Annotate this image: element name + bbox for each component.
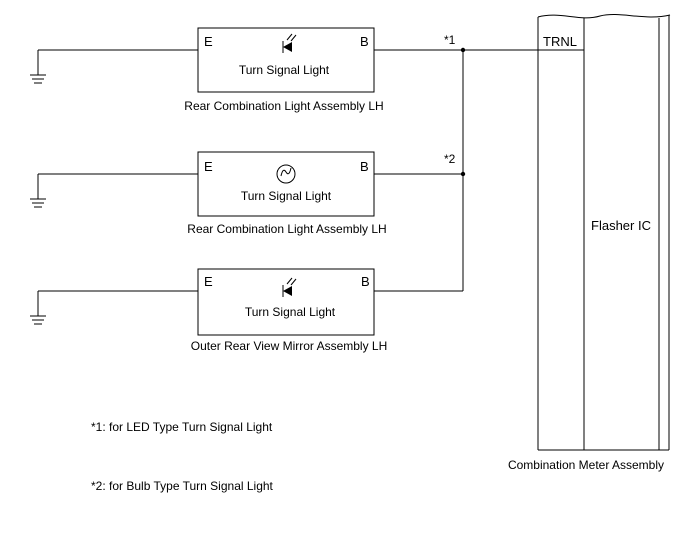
meter-caption: Combination Meter Assembly — [508, 458, 664, 472]
led-icon — [282, 277, 297, 297]
pin-b-label: B — [360, 159, 369, 174]
inner-label: Turn Signal Light — [239, 63, 330, 77]
ground-icon — [30, 174, 46, 208]
component-box — [197, 268, 375, 336]
note-2: *2: for Bulb Type Turn Signal Light — [91, 479, 274, 493]
inner-label: Turn Signal Light — [245, 305, 336, 319]
pin-b-label: B — [360, 34, 369, 49]
meter-top-break — [537, 14, 671, 19]
marker-2: *2 — [444, 152, 456, 166]
component-rear-combination-light-bulb: E B Turn Signal Light Rear Combination L… — [30, 151, 463, 236]
component-outer-mirror-led: E B Turn Signal Light Outer Rear View Mi… — [30, 268, 463, 353]
pin-e-label: E — [204, 34, 213, 49]
pin-e-label: E — [204, 159, 213, 174]
led-icon — [282, 33, 297, 53]
component-box — [197, 27, 375, 93]
flasher-ic-label: Flasher IC — [591, 218, 651, 233]
component-caption: Rear Combination Light Assembly LH — [187, 222, 386, 236]
component-rear-combination-light-led: E B Turn Signal Light Rear Combination L… — [30, 27, 463, 113]
trnl-label: TRNL — [543, 34, 577, 49]
ground-icon — [30, 50, 46, 84]
bulb-icon — [276, 164, 296, 184]
component-caption: Outer Rear View Mirror Assembly LH — [191, 339, 388, 353]
combination-meter: TRNL Flasher IC Combination Meter Assemb… — [508, 14, 671, 472]
splice-point-2 — [460, 171, 466, 177]
component-caption: Rear Combination Light Assembly LH — [184, 99, 383, 113]
marker-1: *1 — [444, 33, 456, 47]
note-1: *1: for LED Type Turn Signal Light — [91, 420, 273, 434]
component-box — [197, 151, 375, 217]
inner-label: Turn Signal Light — [241, 189, 332, 203]
pin-e-label: E — [204, 274, 213, 289]
pin-b-label: B — [361, 274, 370, 289]
ground-icon — [30, 291, 46, 325]
